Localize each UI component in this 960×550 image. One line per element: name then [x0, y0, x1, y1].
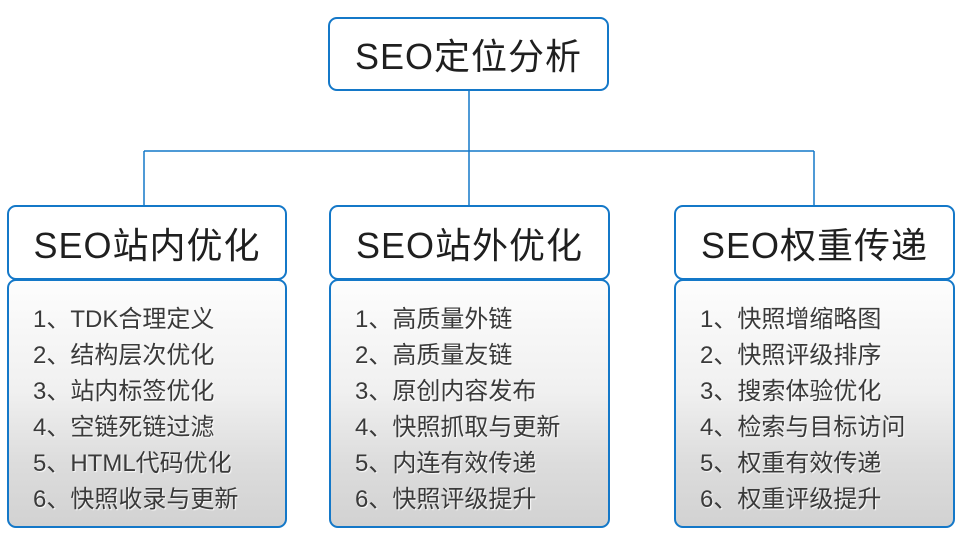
list-item: 4、检索与目标访问	[700, 414, 906, 441]
list-item: 2、结构层次优化	[33, 342, 215, 369]
list-item: 4、快照抓取与更新	[355, 414, 561, 441]
list-item: 2、快照评级排序	[700, 342, 882, 369]
list-item: 1、TDK合理定义	[33, 306, 215, 333]
root-node-label: SEO定位分析	[354, 36, 583, 77]
branch-weight-transfer: SEO权重传递 1、快照增缩略图 2、快照评级排序 3、搜索体验优化 4、检索与…	[674, 205, 955, 528]
branch-onsite-header: SEO站内优化	[7, 205, 287, 280]
list-item: 2、高质量友链	[355, 342, 513, 369]
branch-weight-title: SEO权重传递	[700, 224, 929, 266]
branch-offsite-optimization: SEO站外优化 1、高质量外链 2、高质量友链 3、原创内容发布 4、快照抓取与…	[329, 205, 610, 528]
list-item: 5、权重有效传递	[700, 450, 882, 477]
list-item: 6、权重评级提升	[700, 486, 882, 513]
root-node: SEO定位分析	[328, 17, 609, 91]
list-item: 4、空链死链过滤	[33, 414, 215, 441]
list-item: 5、内连有效传递	[355, 450, 537, 477]
list-item: 3、搜索体验优化	[700, 378, 882, 405]
list-item: 1、快照增缩略图	[700, 306, 882, 333]
branch-offsite-list: 1、高质量外链 2、高质量友链 3、原创内容发布 4、快照抓取与更新 5、内连有…	[329, 279, 610, 528]
list-item: 6、快照评级提升	[355, 486, 537, 513]
list-item: 5、HTML代码优化	[33, 450, 232, 477]
branch-offsite-title: SEO站外优化	[355, 224, 584, 266]
branch-onsite-title: SEO站内优化	[33, 224, 261, 266]
branch-weight-list: 1、快照增缩略图 2、快照评级排序 3、搜索体验优化 4、检索与目标访问 5、权…	[674, 279, 955, 528]
branch-weight-header: SEO权重传递	[674, 205, 955, 280]
branch-offsite-header: SEO站外优化	[329, 205, 610, 280]
list-item: 3、站内标签优化	[33, 378, 215, 405]
list-item: 3、原创内容发布	[355, 378, 537, 405]
branch-onsite-list: 1、TDK合理定义 2、结构层次优化 3、站内标签优化 4、空链死链过滤 5、H…	[7, 279, 287, 528]
list-item: 1、高质量外链	[355, 306, 513, 333]
list-item: 6、快照收录与更新	[33, 486, 239, 513]
branch-onsite-optimization: SEO站内优化 1、TDK合理定义 2、结构层次优化 3、站内标签优化 4、空链…	[7, 205, 287, 528]
